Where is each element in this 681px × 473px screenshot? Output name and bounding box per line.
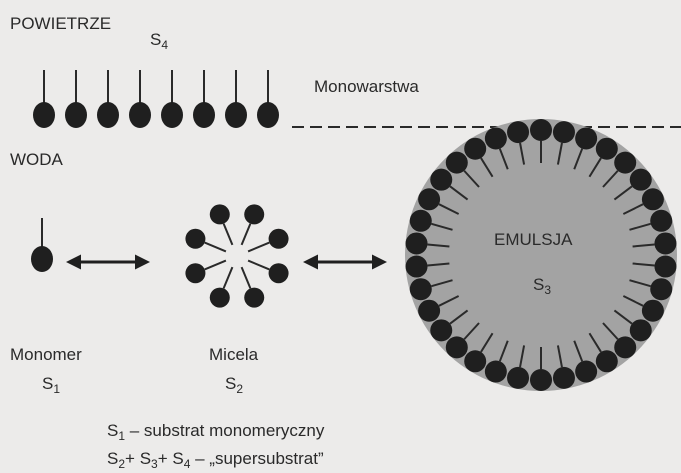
s2-label: S2 bbox=[225, 374, 243, 394]
micelle-label: Micela bbox=[209, 345, 258, 365]
legend-line-1: S1 – substrat monomeryczny bbox=[107, 421, 324, 441]
micelle-molecule bbox=[185, 229, 225, 252]
emulsion-label: EMULSJA bbox=[494, 230, 572, 250]
micelle-molecule bbox=[242, 267, 265, 307]
monolayer-molecule bbox=[33, 70, 55, 128]
water-label: WODA bbox=[10, 150, 63, 170]
monomer-label: Monomer bbox=[10, 345, 82, 365]
legend-line-2: S2+ S3+ S4 – „supersubstrat” bbox=[107, 449, 324, 469]
s4-label: S4 bbox=[150, 30, 168, 50]
monolayer-molecules bbox=[33, 70, 279, 128]
monolayer-molecule bbox=[129, 70, 151, 128]
monolayer-molecule bbox=[225, 70, 247, 128]
s3-label: S3 bbox=[533, 275, 551, 295]
micelle-molecule bbox=[242, 204, 265, 244]
micelle-molecule bbox=[248, 229, 288, 252]
air-label: POWIETRZE bbox=[10, 14, 111, 34]
monolayer-molecule bbox=[65, 70, 87, 128]
monolayer-label: Monowarstwa bbox=[314, 77, 419, 97]
monolayer-molecule bbox=[257, 70, 279, 128]
micelle bbox=[185, 204, 288, 307]
monolayer-molecule bbox=[161, 70, 183, 128]
monolayer-molecule bbox=[97, 70, 119, 128]
micelle-molecule bbox=[248, 261, 288, 284]
micelle-molecule bbox=[210, 267, 233, 307]
s1-label: S1 bbox=[42, 374, 60, 394]
monolayer-molecule bbox=[193, 70, 215, 128]
micelle-molecule bbox=[210, 204, 233, 244]
monomer-molecule bbox=[31, 218, 53, 272]
micelle-molecule bbox=[185, 261, 225, 284]
